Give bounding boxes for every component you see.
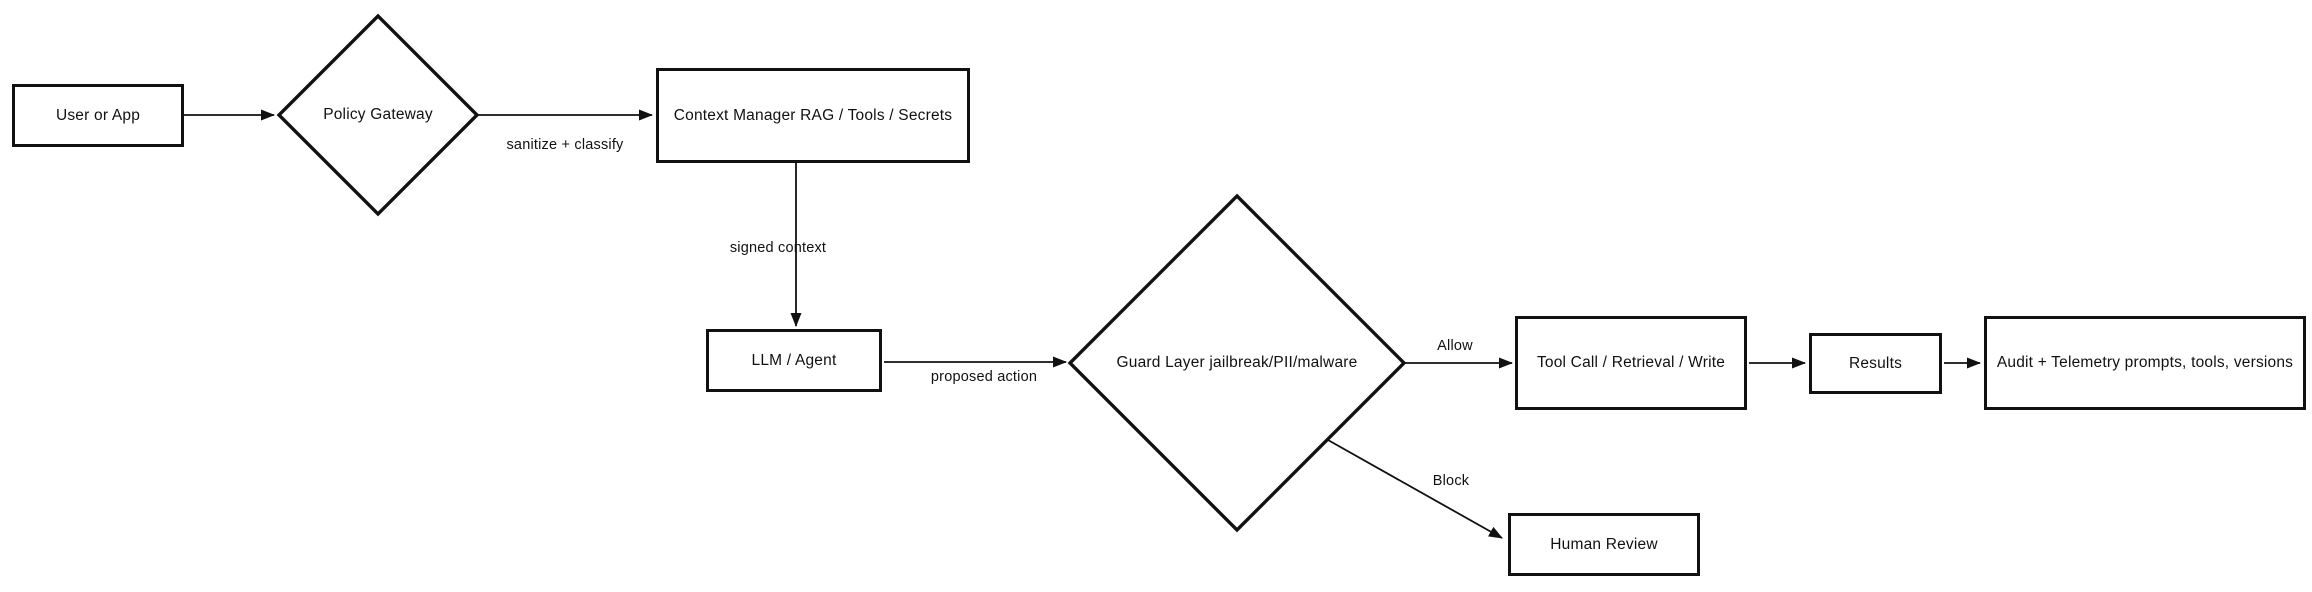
edge-guard-to-human: [1327, 439, 1503, 539]
edge-label-block: Block: [1432, 473, 1470, 489]
node-audit-telemetry: Audit + Telemetry prompts, tools, versio…: [1984, 316, 2306, 410]
edge-label-sanitize-classify: sanitize + classify: [506, 137, 624, 153]
node-policy-gateway-shape: [276, 13, 480, 217]
node-results-label: Results: [1848, 354, 1903, 372]
edge-label-allow: Allow: [1437, 338, 1473, 354]
node-guard-layer-shape: [1067, 193, 1407, 533]
node-llm-agent: LLM / Agent: [706, 329, 882, 392]
node-user-or-app-label: User or App: [55, 106, 141, 124]
edge-label-proposed-action: proposed action: [930, 369, 1038, 385]
node-context-manager: Context Manager RAG / Tools / Secrets: [656, 68, 970, 163]
edge-label-signed-context: signed context: [729, 240, 827, 256]
node-context-manager-label: Context Manager RAG / Tools / Secrets: [673, 106, 953, 124]
node-human-review: Human Review: [1508, 513, 1700, 576]
node-results: Results: [1809, 333, 1942, 394]
node-tool-call: Tool Call / Retrieval / Write: [1515, 316, 1747, 410]
node-user-or-app: User or App: [12, 84, 184, 147]
node-llm-agent-label: LLM / Agent: [751, 351, 837, 369]
node-audit-telemetry-label: Audit + Telemetry prompts, tools, versio…: [1996, 354, 2294, 371]
node-tool-call-label: Tool Call / Retrieval / Write: [1536, 354, 1726, 371]
node-human-review-label: Human Review: [1550, 535, 1658, 553]
